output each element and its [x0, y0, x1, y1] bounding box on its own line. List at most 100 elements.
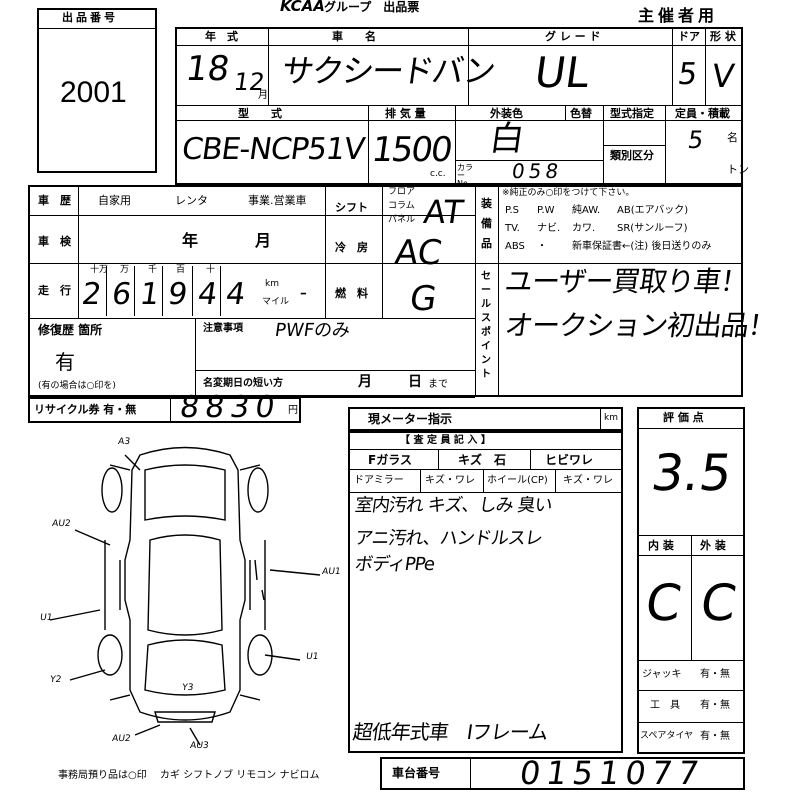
jack-label: ジャッキ	[642, 669, 682, 680]
mileage-digit-label: 十万	[90, 265, 109, 275]
shift-option-floor: フロア	[388, 187, 416, 197]
lot-number: 2001	[60, 76, 127, 109]
capacity-label: 定員・積載	[675, 107, 730, 120]
history-table	[28, 185, 743, 397]
keys-note: 事務局預り品は○印 カギ シフトノブ リモコン ナビロム	[58, 770, 320, 781]
jack-yes-no: 有・無	[700, 669, 730, 680]
inspector-box	[348, 431, 623, 753]
sales-point-label: セールスポイント	[481, 271, 491, 380]
mileage-digit-label: 万	[120, 265, 130, 275]
rental-use: レンタ	[175, 194, 208, 207]
mileage-divider	[162, 266, 163, 316]
damage-marks	[49, 454, 321, 746]
ac-label: 冷 房	[335, 241, 368, 254]
color-label: 外装色	[490, 107, 523, 120]
interior-label: 内 装	[648, 539, 674, 552]
color-change-label: 色替	[570, 107, 592, 120]
meter-label: 現メーター指示	[368, 412, 453, 426]
mileage-digit-label: 千	[148, 265, 158, 275]
equipment-note: ※純正のみ○印をつけて下さい。	[502, 188, 635, 198]
mileage-label: 走 行	[38, 284, 71, 297]
inspection-label: 車 検	[38, 235, 71, 248]
kcaa-logo: KCAA	[280, 0, 325, 15]
group-title: グループ 出品票	[324, 0, 420, 14]
diagram-mark-left-middle: U1	[39, 613, 54, 623]
cc-unit: c.c.	[430, 169, 446, 179]
diagram-mark-right-lower: U1	[305, 652, 320, 662]
mileage-divider	[106, 266, 107, 316]
tools-label: 工 具	[650, 700, 680, 711]
shift-label: シフト	[335, 201, 368, 214]
load-unit: トン	[727, 163, 749, 176]
notes-label: 注意事項	[203, 323, 243, 334]
mileage-divider	[192, 266, 193, 316]
mileage-digit-label: 百	[176, 265, 186, 275]
recycle-yen: 円	[288, 405, 298, 416]
tools-yes-no: 有・無	[700, 700, 730, 711]
mirror-damage: キズ・ワレ	[425, 475, 475, 486]
mile-label: マイル	[262, 297, 290, 307]
type-designation-label: 型式指定	[610, 107, 654, 120]
meter-unit: km	[604, 413, 618, 423]
grade-label: グ レ ー ド	[545, 30, 601, 43]
equipment-item: P.S	[505, 205, 519, 216]
equipment-item: ナビ.	[537, 223, 561, 234]
history-label: 車 歴	[38, 194, 71, 207]
equipment-item: SR(サンルーフ)	[617, 223, 688, 234]
displacement-label: 排 気 量	[385, 107, 426, 120]
shape-label: 形 状	[710, 30, 736, 43]
expiry-suffix: まで	[428, 379, 448, 390]
diagram-mark-left-upper: AU2	[51, 519, 72, 529]
equipment-item: 新車保証書←(注) 後日送りのみ	[572, 241, 712, 252]
wheel-damage: キズ・ワレ	[563, 475, 613, 486]
doors-label: ドア	[678, 30, 700, 43]
classification-label: 類別区分	[610, 149, 654, 162]
recycle-box	[28, 397, 301, 423]
lot-label: 出品番号	[62, 11, 118, 24]
chassis-box	[380, 757, 745, 790]
diagram-mark-left-lower: Y2	[49, 675, 63, 685]
private-use: 自家用	[98, 194, 131, 207]
equipment-label: 装備品	[481, 197, 492, 250]
recycle-label: リサイクル券 有・無	[34, 403, 137, 416]
glass-label: Fガラス	[368, 453, 412, 467]
exterior-label: 外 装	[700, 539, 726, 552]
repair-value: 有	[55, 350, 75, 374]
glass-crack: ヒビワレ	[545, 453, 594, 467]
mileage-digit-label: 十	[206, 265, 216, 275]
chassis-number: 0151077	[517, 754, 708, 792]
spare-label: スペアタイヤ	[640, 731, 694, 741]
inspection-month-unit: 月	[255, 231, 272, 250]
evaluation-label: 評 価 点	[663, 411, 704, 424]
expiry-label: 名変期日の短い方	[203, 378, 283, 389]
lot-number-box	[37, 8, 157, 173]
shift-option-column: コラム	[388, 201, 415, 211]
car-outline	[97, 446, 273, 723]
color-no-label: カラー No.	[457, 163, 473, 188]
meter-box	[348, 407, 623, 431]
vehicle-info-table	[175, 27, 743, 185]
expiry-day: 日	[408, 374, 422, 390]
year-label: 年 式	[205, 30, 238, 43]
car-name-label: 車 名	[332, 30, 376, 43]
shift-option-panel: パネル	[388, 215, 416, 225]
glass-scratch: キズ 石	[458, 453, 507, 467]
organizer-label: 主催者用	[638, 6, 719, 25]
spare-yes-no: 有・無	[700, 731, 730, 742]
repair-label: 修復歴 箇所	[38, 323, 103, 337]
inspection-year-unit: 年	[182, 231, 199, 250]
mirror-label: ドアミラー	[354, 475, 404, 486]
mileage-divider	[134, 266, 135, 316]
equipment-item: 純AW.	[572, 205, 601, 216]
diagram-mark-rear-left: AU2	[111, 734, 132, 744]
diagram-mark-right-middle: AU1	[321, 567, 342, 577]
chassis-label: 車台番号	[392, 766, 441, 780]
km-label: km	[265, 279, 279, 289]
diagram-mark-rear-right: AU3	[189, 741, 210, 751]
evaluation-box	[637, 407, 745, 754]
equipment-item: カワ.	[572, 223, 596, 234]
model-label: 型 式	[238, 107, 282, 120]
diagram-mark-top: A3	[117, 437, 131, 447]
